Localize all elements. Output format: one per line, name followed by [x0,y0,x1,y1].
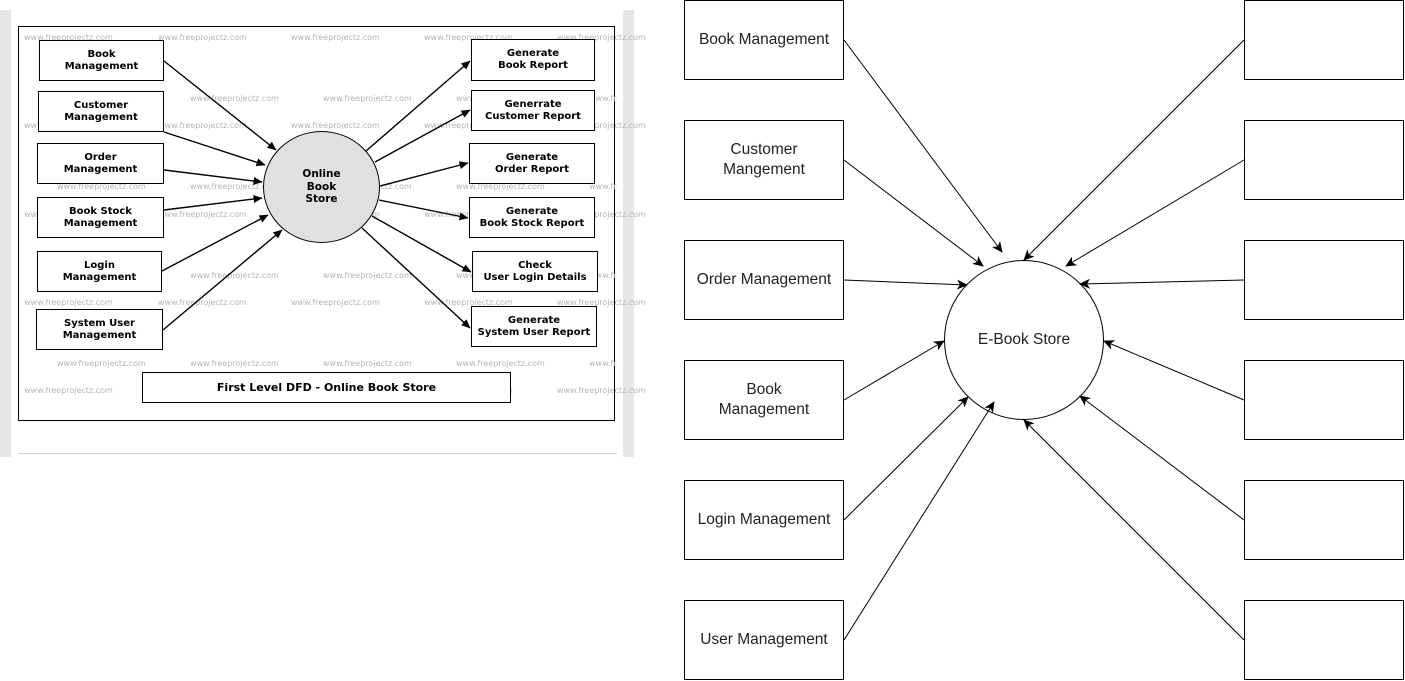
watermark-text: www.freeprojectz.com [456,359,545,368]
ref-input-system-user-management: System User Management [36,309,163,350]
watermark-text: www.freeprojectz.com [557,210,646,219]
ref-output-system-user-report: Generate System User Report [471,306,597,347]
watermark-text: www.freeprojectz.com [589,359,617,368]
ref-diagram-caption: First Level DFD - Online Book Store [142,372,511,403]
watermark-text: www.freeprojectz.com [589,182,617,191]
ref-output-check-user-login: Check User Login Details [472,251,598,292]
ref-input-customer-management: Customer Management [38,91,164,132]
watermark-text: www.freeprojectz.com [323,271,412,280]
watermark-text: www.freeprojectz.com [158,210,247,219]
arrow-in-5[interactable] [843,396,969,521]
process-circle-e-book-store[interactable]: E-Book Store [944,260,1104,420]
ref-input-book-stock-management: Book Stock Management [37,197,164,238]
input-box-book-management-2[interactable]: Book Management [684,360,844,440]
input-box-user-management[interactable]: User Management [684,600,844,680]
watermark-text: www.freeprojectz.com [557,386,646,395]
watermark-text: www.freeprojectz.com [24,298,113,307]
watermark-text: www.freeprojectz.com [158,298,247,307]
output-box-6[interactable] [1244,600,1404,680]
ref-output-customer-report: Generrate Customer Report [471,90,595,131]
arrow-in-1[interactable] [843,39,1003,253]
output-box-4[interactable] [1244,360,1404,440]
watermark-text: www.freeprojectz.com [158,121,247,130]
input-box-login-management[interactable]: Login Management [684,480,844,560]
arrow-in-6[interactable] [843,401,995,641]
ref-input-login-management: Login Management [37,251,162,292]
input-box-customer-management[interactable]: Customer Mangement [684,120,844,200]
arrow-out-6[interactable] [1023,419,1245,641]
watermark-text: www.freeprojectz.com [323,359,412,368]
watermark-text: www.freeprojectz.com [24,386,113,395]
arrow-out-3[interactable] [1079,278,1245,289]
watermark-text: www.freeprojectz.com [323,94,412,103]
watermark-text: www.freeprojectz.com [158,33,247,42]
output-box-5[interactable] [1244,480,1404,560]
input-box-order-management[interactable]: Order Management [684,240,844,320]
output-box-1[interactable] [1244,0,1404,80]
ref-output-order-report: Generate Order Report [469,143,595,184]
arrow-out-1[interactable] [1023,39,1245,261]
watermark-text: www.freeprojectz.com [190,182,279,191]
arrow-in-4[interactable] [843,340,945,401]
watermark-text: www.freeprojectz.com [57,359,146,368]
arrow-out-4[interactable] [1103,340,1245,401]
watermark-text: www.freeprojectz.com [456,182,545,191]
arrow-out-5[interactable] [1079,395,1245,521]
ref-input-book-management: Book Management [39,40,164,81]
reference-divider [18,453,617,454]
watermark-text: www.freeprojectz.com [190,271,279,280]
watermark-text: www.freeprojectz.com [291,33,380,42]
watermark-text: www.freeprojectz.com [190,359,279,368]
watermark-text: www.freeprojectz.com [291,121,380,130]
watermark-text: www.freeprojectz.com [557,33,646,42]
ref-output-book-report: Generate Book Report [471,39,595,81]
watermark-text: www.freeprojectz.com [24,33,113,42]
watermark-text: www.freeprojectz.com [589,94,617,103]
ref-process-online-book-store: Online Book Store [263,131,380,243]
arrow-in-3[interactable] [843,279,968,290]
watermark-text: www.freeprojectz.com [57,182,146,191]
output-box-3[interactable] [1244,240,1404,320]
watermark-text: www.freeprojectz.com [424,33,513,42]
ref-output-book-stock-report: Generate Book Stock Report [469,197,595,238]
watermark-text: www.freeprojectz.com [291,298,380,307]
arrow-out-2[interactable] [1065,159,1245,267]
watermark-text: www.freeprojectz.com [589,271,617,280]
ref-input-order-management: Order Management [37,143,164,184]
watermark-text: www.freeprojectz.com [190,94,279,103]
watermark-text: www.freeprojectz.com [557,298,646,307]
output-box-2[interactable] [1244,120,1404,200]
input-box-book-management[interactable]: Book Management [684,0,844,80]
arrow-in-2[interactable] [843,159,984,267]
watermark-text: www.freeprojectz.com [557,121,646,130]
